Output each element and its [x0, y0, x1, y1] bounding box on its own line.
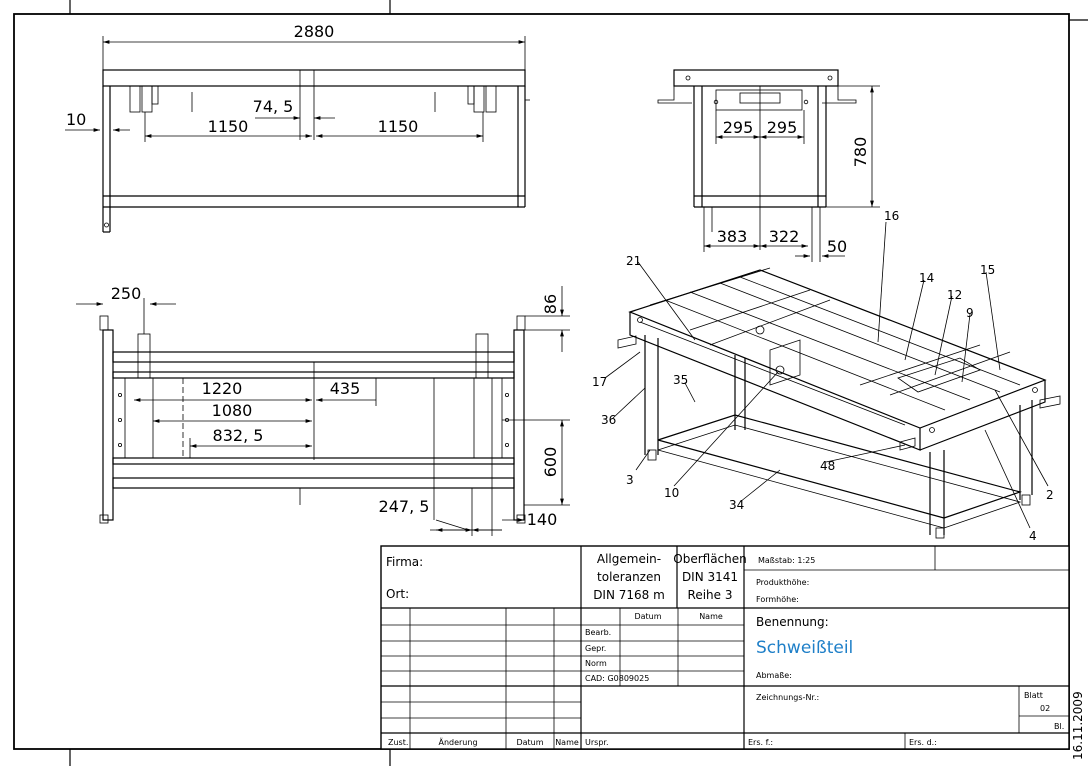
dim-side-height: 780	[851, 137, 870, 168]
balloon-9: 9	[966, 306, 974, 320]
tb-norm: Norm	[585, 659, 607, 668]
tb-ers-f: Ers. f.:	[748, 738, 773, 747]
tb-aenderung: Änderung	[438, 737, 477, 747]
tb-datum-header: Datum	[634, 612, 661, 621]
side-view	[657, 69, 857, 250]
balloon-4: 4	[1029, 529, 1037, 543]
tb-scale: Maßstab: 1:25	[758, 556, 815, 565]
balloon-2: 2	[1046, 488, 1054, 502]
dim-side-right: 295	[767, 118, 798, 137]
tb-name-header: Name	[699, 612, 723, 621]
dim-side-bottom-right: 50	[827, 237, 847, 256]
balloon-12: 12	[947, 288, 962, 302]
tb-bearb: Bearb.	[585, 628, 611, 637]
tb-ort: Ort:	[386, 587, 409, 601]
balloon-14: 14	[919, 271, 934, 285]
date-stamp: 16.11.2009	[1071, 691, 1085, 760]
dim-top-len-1080: 1080	[212, 401, 253, 420]
title-block	[380, 545, 1070, 750]
tb-zust: Zust.	[388, 738, 408, 747]
balloons: 21 17 36 35 3 10 34 48 16 14 15 12 9 2 4	[592, 209, 1054, 543]
front-view-dimensions: 2880 10 74, 5 1150 1150	[65, 22, 526, 142]
balloon-10: 10	[664, 486, 679, 500]
dim-front-center-offset: 74, 5	[253, 97, 294, 116]
tb-product-height: Produkthöhe:	[756, 578, 809, 587]
dim-side-bottom-mid: 322	[769, 227, 800, 246]
dim-top-left-offset: 250	[111, 284, 142, 303]
tb-drawing-no: Zeichnungs-Nr.:	[756, 693, 819, 702]
tb-urspr: Urspr.	[585, 738, 609, 747]
tb-name-col: Name	[555, 738, 579, 747]
dim-top-len-1220: 1220	[202, 379, 243, 398]
dim-top-len-435: 435	[330, 379, 361, 398]
tb-cad-ref: CAD: G0809025	[585, 674, 649, 683]
balloon-35: 35	[673, 373, 688, 387]
dim-front-left-half: 1150	[208, 117, 249, 136]
balloon-16: 16	[884, 209, 899, 223]
tb-tolerances-2: toleranzen	[597, 570, 661, 584]
dim-side-left: 295	[723, 118, 754, 137]
tb-benennung: Benennung:	[756, 615, 829, 629]
side-view-dimensions: 295 295 780 383 322 50	[703, 85, 880, 262]
dim-top-bottom-140: 140	[527, 510, 558, 529]
front-view	[102, 69, 530, 233]
balloon-3: 3	[626, 473, 634, 487]
balloon-15: 15	[980, 263, 995, 277]
tb-surfaces-2: DIN 3141	[682, 570, 738, 584]
tb-surfaces-1: Oberflächen	[673, 552, 746, 566]
tb-datum-col: Datum	[516, 738, 543, 747]
dim-top-bottom-247: 247, 5	[379, 497, 430, 516]
dim-top-height-600: 600	[541, 447, 560, 478]
tb-ers-d: Ers. d.:	[909, 738, 937, 747]
top-view-dimensions: 250 86 1220 435 1080 832, 5 600 247, 5 1…	[76, 284, 570, 536]
tb-form-height: Formhöhe:	[756, 595, 799, 604]
tb-tolerances-1: Allgemein-	[597, 552, 661, 566]
tb-blatt: Blatt	[1024, 691, 1043, 700]
balloon-21: 21	[626, 254, 641, 268]
dim-front-right-half: 1150	[378, 117, 419, 136]
balloon-48: 48	[820, 459, 835, 473]
dim-top-len-832: 832, 5	[213, 426, 264, 445]
tb-bl: Bl.	[1054, 722, 1064, 731]
isometric-view	[617, 267, 1061, 539]
dim-front-overall: 2880	[294, 22, 335, 41]
dim-top-top-offset: 86	[541, 294, 560, 314]
tb-gepr: Gepr.	[585, 644, 606, 653]
dim-front-left-edge: 10	[66, 110, 86, 129]
top-view	[99, 315, 526, 524]
tb-abmasse: Abmaße:	[756, 671, 792, 680]
balloon-leaders	[604, 221, 1049, 529]
balloon-17: 17	[592, 375, 607, 389]
tb-part-name: Schweißteil	[756, 638, 853, 658]
tb-blatt-value: 02	[1040, 704, 1050, 713]
balloon-36: 36	[601, 413, 616, 427]
balloon-34: 34	[729, 498, 744, 512]
tb-surfaces-3: Reihe 3	[688, 588, 733, 602]
title-block-text: Firma: Ort: Allgemein- toleranzen DIN 71…	[386, 552, 1064, 747]
dim-side-bottom-left: 383	[717, 227, 748, 246]
tb-firma: Firma:	[386, 555, 423, 569]
tb-tolerances-3: DIN 7168 m	[593, 588, 665, 602]
